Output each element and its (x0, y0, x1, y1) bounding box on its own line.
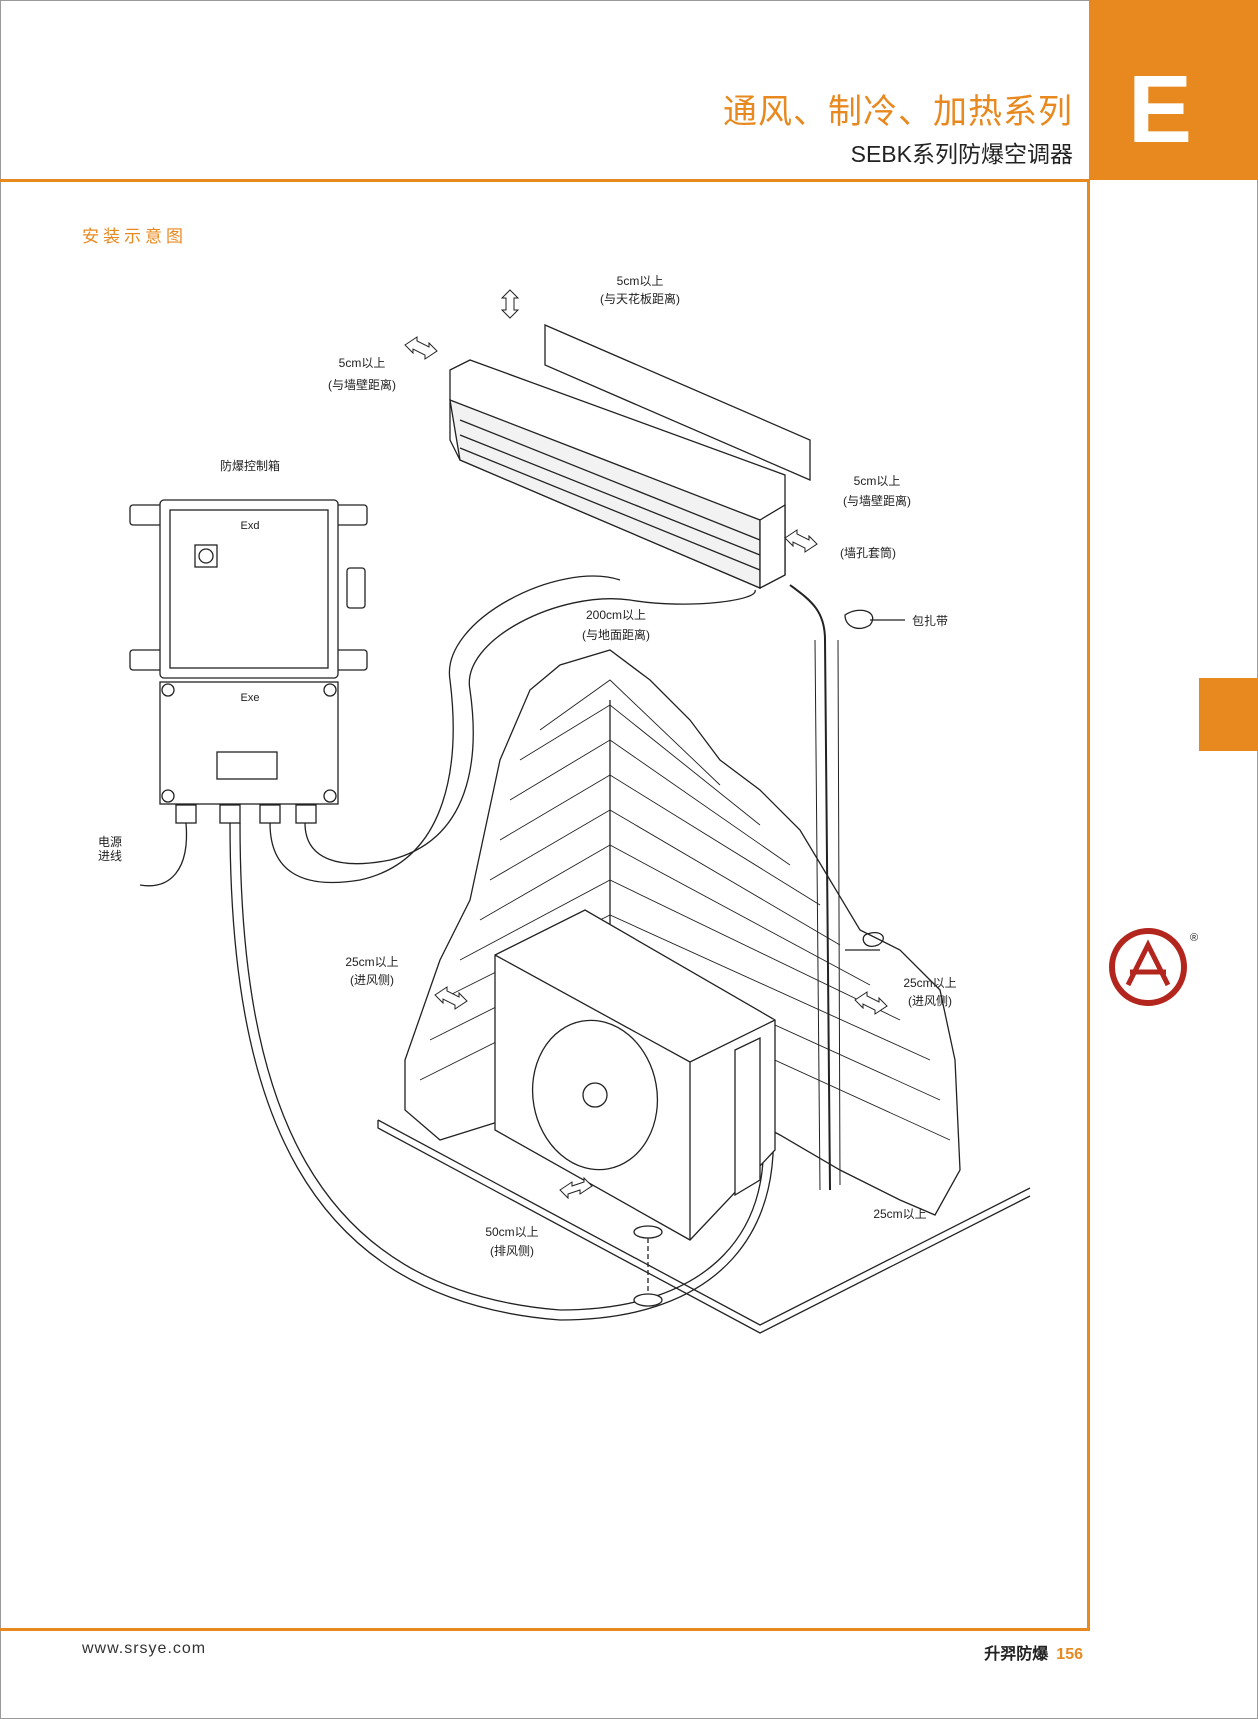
exhaust-label: 50cm以上 (485, 1225, 539, 1239)
power-inlet-label-2: 进线 (97, 849, 123, 863)
outdoor-unit (494, 909, 776, 1241)
refrigerant-pipe (789, 584, 831, 1191)
binding-tape (844, 609, 905, 629)
section-block (1089, 0, 1258, 180)
page-title: 通风、制冷、加热系列 (723, 93, 1073, 131)
footer-url[interactable]: www.srsye.com (82, 1640, 207, 1657)
power-inlet-label-1: 电源 (97, 835, 123, 849)
right-intake-label: 25cm以上 (903, 976, 957, 990)
right-wall-gap-label: 5cm以上 (853, 474, 901, 488)
right-divider (1087, 179, 1090, 1631)
footer-brand: 升羿防爆 156 (984, 1640, 1083, 1664)
ceiling-gap-label: 5cm以上 (616, 274, 664, 288)
left-intake-label: 25cm以上 (345, 955, 399, 969)
left-intake-note: (进风侧) (350, 973, 394, 987)
control-box-exd (129, 499, 368, 679)
ground-gap-note: (与地面距离) (582, 628, 650, 642)
ceiling-gap-note: (与天花板距离) (600, 292, 680, 306)
company-logo (1109, 928, 1187, 1006)
side-tab (1199, 678, 1258, 751)
ground-gap-label: 200cm以上 (585, 608, 647, 622)
left-wall-gap-label: 5cm以上 (338, 356, 386, 370)
page-number: 156 (1056, 1646, 1083, 1663)
cables (139, 575, 774, 1321)
right-wall-gap-note: (与墙壁距离) (843, 494, 911, 508)
footer-divider (0, 1628, 1090, 1631)
clearance-arrows (404, 289, 888, 1200)
exhaust-note: (排风侧) (490, 1244, 534, 1258)
rear-gap-label: 25cm以上 (873, 1207, 927, 1221)
exd-label: Exd (240, 520, 260, 532)
left-wall-gap-note: (与墙壁距离) (328, 378, 396, 392)
drain-strap (845, 931, 884, 951)
section-title: 安装示意图 (82, 227, 187, 246)
control-box-exe (159, 681, 339, 824)
header-divider (0, 179, 1089, 182)
indoor-unit (449, 324, 811, 590)
exe-label: Exe (240, 692, 260, 704)
page-subtitle: SEBK系列防爆空调器 (850, 141, 1073, 167)
brand-name: 升羿防爆 (984, 1646, 1049, 1663)
control-box-label: 防爆控制箱 (219, 459, 281, 473)
binding-tape-label: 包扎带 (911, 614, 949, 628)
registered-mark: ® (1189, 932, 1199, 944)
drain-fitting (633, 1225, 663, 1239)
wall-sleeve-label: (墙孔套筒) (840, 546, 896, 560)
section-letter: E (1128, 56, 1193, 163)
right-intake-note: (进风侧) (908, 994, 952, 1008)
floor (377, 1119, 1031, 1334)
